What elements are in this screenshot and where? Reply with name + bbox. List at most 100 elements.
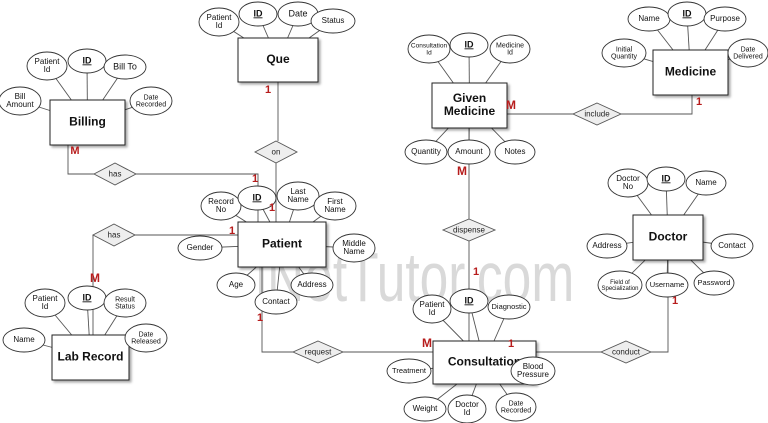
primary-key-label: ID [254,8,264,18]
relationship-request[interactable]: request [291,340,345,364]
cardinality-given-medicine-include: M [506,98,516,112]
relationship-on[interactable]: on [254,140,298,164]
attribute-doctor-username[interactable]: Username [645,272,689,298]
cardinality-consultation-request: M [422,336,432,350]
attribute-given-medicine-amount[interactable]: Amount [447,139,491,165]
attribute-doctor-password[interactable]: Password [693,270,735,296]
attribute-que-status[interactable]: Status [310,8,356,34]
attribute-label: Date [288,8,307,18]
attribute-given-medicine-quantity[interactable]: Quantity [404,139,448,165]
attribute-patient-gender[interactable]: Gender [177,235,223,261]
entity-label: Patient [262,237,302,251]
relationship-conduct[interactable]: conduct [599,340,653,364]
attribute-doctor-address[interactable]: Address [586,233,628,259]
attribute-doctor-name[interactable]: Name [685,170,727,196]
attribute-ellipse [310,8,356,34]
entity-doctor[interactable]: Doctor [632,214,704,261]
cardinality-patient-request: 1 [257,312,263,324]
attribute-ellipse [129,86,173,116]
relationship-has-lab[interactable]: has [92,223,136,247]
attribute-medicine-purpose[interactable]: Purpose [703,6,747,32]
attribute-medicine-name[interactable]: Name [627,6,671,32]
attribute-ellipse [198,7,240,37]
attribute-doctor-contact[interactable]: Contact [710,233,754,259]
attribute-patient-id[interactable]: ID [237,185,277,211]
attribute-que-date[interactable]: Date [277,1,319,27]
attribute-patient-contact[interactable]: Contact [254,289,298,315]
attribute-label: Address [297,280,326,289]
relationship-has-billing[interactable]: has [93,162,137,186]
entity-medicine[interactable]: Medicine [652,49,729,96]
attribute-consultation-weight[interactable]: Weight [403,396,447,422]
attribute-ellipse [412,294,452,324]
entity-patient[interactable]: Patient [237,221,327,268]
relationship-diamond [93,162,137,186]
attribute-ellipse [404,139,448,165]
relationship-diamond [254,140,298,164]
attribute-ellipse [407,34,451,64]
primary-key-label: ID [465,39,475,49]
attribute-lab-record-name[interactable]: Name [2,327,46,353]
cardinality-consultation-dispense: 1 [473,266,479,278]
relationship-dispense[interactable]: dispense [441,218,497,242]
attribute-patient-address[interactable]: Address [290,272,334,298]
attribute-label: Password [698,278,731,287]
entity-billing[interactable]: Billing [49,99,126,146]
attribute-patient-age[interactable]: Age [216,272,256,298]
attribute-given-medicine-notes[interactable]: Notes [494,139,536,165]
cardinality-lab-has: M [90,271,100,285]
entity-label: Medicine [665,65,717,79]
attribute-ellipse [449,32,489,58]
attribute-medicine-id[interactable]: ID [667,1,707,27]
attribute-billing-bill-to[interactable]: Bill To [103,54,147,80]
attribute-que-id[interactable]: ID [238,1,278,27]
relationship-diamond [92,223,136,247]
entity-box [51,334,130,381]
attribute-given-medicine-id[interactable]: ID [449,32,489,58]
attribute-lab-record-id[interactable]: ID [67,285,107,311]
attribute-ellipse [703,6,747,32]
attribute-consultation-treatment[interactable]: Treatment [386,358,432,384]
cardinality-que-on: 1 [265,84,271,96]
cardinality-billing-has: M [70,145,79,157]
attribute-billing-id[interactable]: ID [67,48,107,74]
attribute-label: Status [322,16,345,25]
entity-que[interactable]: Que [237,37,319,83]
attribute-ellipse [447,394,487,423]
entity-lab-record[interactable]: Lab Record [51,334,130,381]
attribute-consultation-diagnostic[interactable]: Diagnostic [487,294,531,320]
attribute-doctor-id[interactable]: ID [646,166,686,192]
relationship-include[interactable]: include [571,102,623,126]
attribute-consultation-id[interactable]: ID [449,288,489,314]
cardinality-given-medicine-dispense: M [457,164,467,178]
relationship-diamond [441,218,497,242]
cardinality-doctor-conduct: 1 [672,295,678,307]
